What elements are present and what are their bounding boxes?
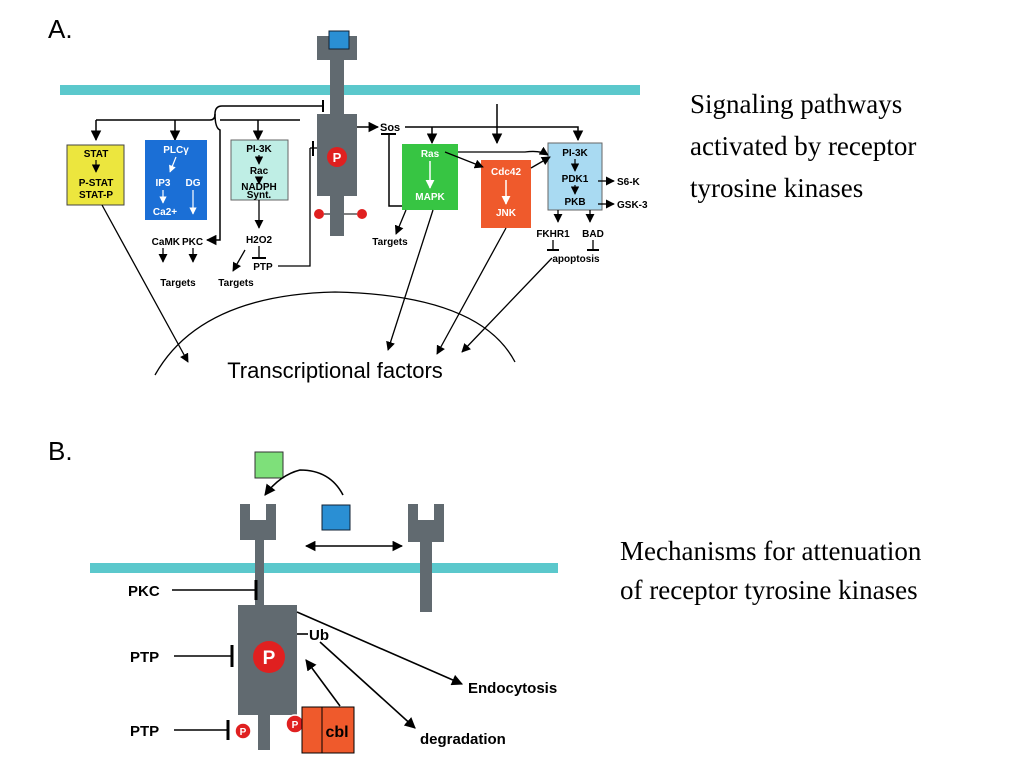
panel-a-label: A. — [48, 14, 73, 44]
fkhr1-label: FKHR1 — [536, 229, 570, 240]
cbl-label: cbl — [325, 724, 348, 741]
phospho-a — [327, 147, 347, 167]
ip3-label: IP3 — [155, 178, 170, 189]
ligand-a — [328, 30, 350, 50]
attenuation-lines — [172, 580, 464, 740]
stat-label: STAT — [84, 149, 109, 160]
pi3k-rac-box — [230, 139, 289, 201]
jnk-label: JNK — [496, 208, 517, 219]
caption-a-line-1: Signaling pathways — [690, 89, 902, 119]
caption-b: Mechanisms for attenuation of receptor t… — [620, 536, 928, 605]
rac-label: Rac — [250, 166, 269, 177]
degradation-label: degradation — [420, 731, 506, 748]
nucleus-arc — [154, 291, 516, 376]
pi3k2-label: PI-3K — [562, 148, 588, 159]
h2o2-label: H2O2 — [246, 235, 273, 246]
p-stat-label: P-STAT — [79, 178, 114, 189]
phospho-b — [253, 641, 285, 673]
plc-box — [145, 140, 207, 220]
ligand-blue — [321, 504, 351, 531]
apoptosis-label: apoptosis — [552, 254, 600, 265]
panel-b-label: B. — [48, 436, 73, 466]
pkc-label-a: PKC — [182, 237, 203, 248]
ca-label: Ca2+ — [153, 207, 177, 218]
membrane-b — [90, 563, 558, 573]
camk-label: CaMK — [152, 237, 181, 248]
phospho-a-small-2 — [357, 209, 367, 219]
s6k-label: S6-K — [617, 177, 641, 188]
ligand-exchange-arrow — [264, 469, 344, 496]
dg-label: DG — [186, 178, 201, 189]
bad-label: BAD — [582, 229, 604, 240]
plc-label: PLCγ — [163, 145, 189, 156]
targets-label-3: Targets — [372, 237, 408, 248]
endocytosis-label: Endocytosis — [468, 680, 557, 697]
receptor-b-inactive — [408, 504, 444, 612]
pkb-label: PKB — [564, 197, 585, 208]
receptor-b-active — [238, 504, 297, 750]
mapk-label: MAPK — [415, 192, 445, 203]
ptp-label-b-2: PTP — [130, 723, 159, 740]
cdc42-label: Cdc42 — [491, 167, 521, 178]
ligand-green — [254, 451, 284, 479]
stat-box — [66, 144, 125, 206]
gsk3-label: GSK-3 — [617, 200, 648, 211]
synt-label: Synt. — [247, 190, 272, 201]
ptp-label-a: PTP — [253, 262, 273, 273]
pi3k-pkb-box — [547, 142, 603, 211]
sos-label: Sos — [380, 122, 400, 134]
caption-a-line-3: tyrosine kinases — [690, 173, 863, 203]
phospho-a-small-1 — [314, 209, 324, 219]
phospho-b-small-1 — [234, 722, 252, 740]
caption-a: Signaling pathways activated by receptor… — [690, 89, 923, 203]
phospho-b-label: P — [263, 648, 276, 669]
cbl-box — [301, 706, 355, 754]
receptor-a — [317, 36, 357, 236]
pdk1-label: PDK1 — [562, 174, 589, 185]
pi3k-label: PI-3K — [246, 144, 272, 155]
membrane-a — [60, 85, 640, 95]
caption-b-line-2: of receptor tyrosine kinases — [620, 575, 918, 605]
phospho-a-label: P — [333, 150, 342, 165]
caption-a-line-2: activated by receptor — [690, 131, 916, 161]
nadph-label: NADPH — [241, 182, 277, 193]
cross-arrows-a — [101, 141, 615, 363]
ras-label: Ras — [421, 149, 440, 160]
signal-lines-a — [90, 100, 584, 246]
transcriptional-factors-label: Transcriptional factors — [227, 358, 443, 383]
targets-label-1: Targets — [160, 278, 196, 289]
phospho-b-small-2-label: P — [292, 720, 299, 731]
phospho-b-small-1-label: P — [240, 727, 247, 738]
ptp-label-b-1: PTP — [130, 649, 159, 666]
targets-label-2: Targets — [218, 278, 254, 289]
caption-b-line-1: Mechanisms for attenuation — [620, 536, 922, 566]
stat-p-label: STAT-P — [79, 190, 113, 201]
ub-label: Ub — [309, 627, 329, 644]
pkc-label-b: PKC — [128, 583, 160, 600]
